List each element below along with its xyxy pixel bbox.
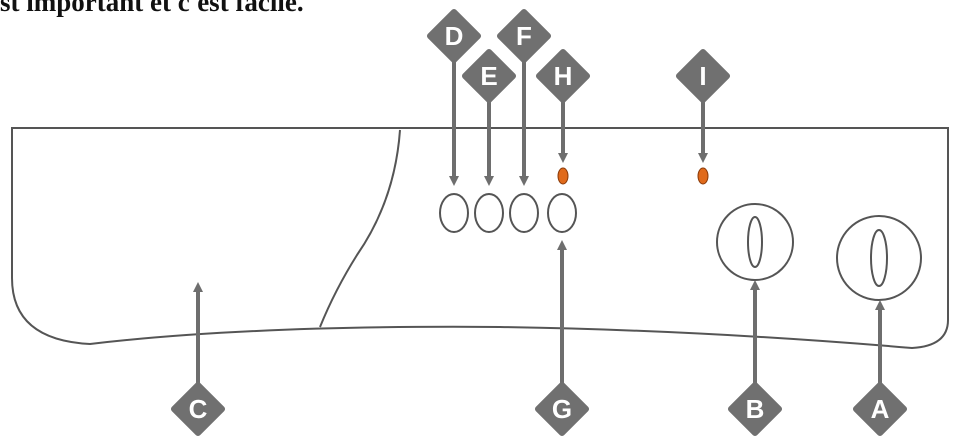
marker-b-label: B xyxy=(746,394,765,424)
marker-d-label: D xyxy=(445,21,464,51)
caption-text: st important et c'est facile. xyxy=(0,0,304,17)
marker-i-label: I xyxy=(699,61,706,91)
panel-divider xyxy=(319,129,401,328)
marker-c: C xyxy=(170,381,226,437)
marker-a: A xyxy=(852,381,908,437)
marker-e: E xyxy=(461,48,517,104)
marker-g-label: G xyxy=(552,394,572,424)
marker-a-label: A xyxy=(871,394,890,424)
knob-b-grip xyxy=(747,216,763,268)
button-d xyxy=(439,193,469,233)
marker-h-label: H xyxy=(554,61,573,91)
indicator-i xyxy=(697,167,709,185)
marker-i: I xyxy=(675,48,731,104)
indicator-h xyxy=(557,167,569,185)
marker-g: G xyxy=(534,381,590,437)
button-g xyxy=(547,193,577,233)
button-e xyxy=(474,193,504,233)
marker-d: D xyxy=(426,8,482,64)
marker-c-label: C xyxy=(189,394,208,424)
marker-b: B xyxy=(727,381,783,437)
marker-h: H xyxy=(535,48,591,104)
button-f xyxy=(509,193,539,233)
panel-outline xyxy=(11,127,949,350)
marker-e-label: E xyxy=(480,61,497,91)
knob-a-grip xyxy=(870,229,888,287)
marker-f-label: F xyxy=(516,21,532,51)
marker-f: F xyxy=(496,8,552,64)
